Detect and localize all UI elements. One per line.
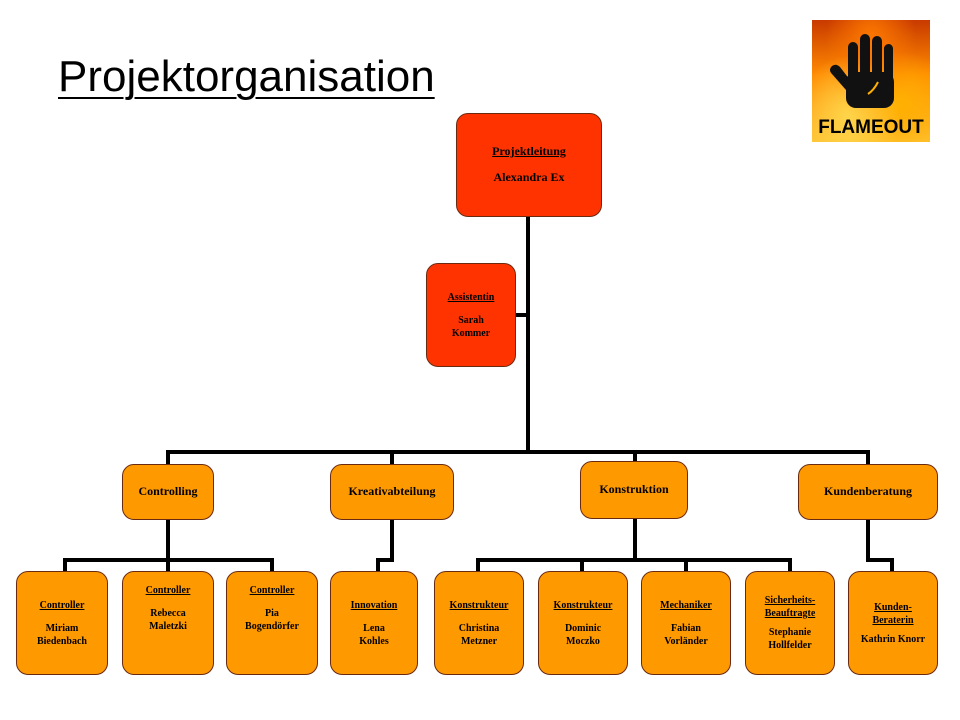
member-role: Mechaniker (660, 599, 712, 611)
dept-label: Kundenberatung (823, 484, 913, 499)
node-assistentin: Assistentin Sarah Kommer (426, 263, 516, 367)
member-name-line1: Kathrin Knorr (860, 633, 926, 645)
node-projektleitung: Projektleitung Alexandra Ex (456, 113, 602, 217)
stop-hand-icon (830, 34, 894, 108)
node-dept-kreativabteilung: Kreativabteilung (330, 464, 454, 520)
node-person-line2: Kommer (451, 327, 491, 339)
member-role: Controller (145, 585, 191, 596)
member-role-line2: Beauftragte (764, 608, 816, 619)
member-name-line2: Maletzki (149, 621, 187, 632)
dept-label: Kreativabteilung (348, 484, 436, 499)
member-role: Controller (39, 599, 85, 611)
member-name-line1: Fabian (670, 622, 701, 634)
member-name-line2: Moczko (566, 635, 600, 647)
node-member-vorlaender: Mechaniker Fabian Vorländer (641, 571, 731, 675)
member-role: Controller (249, 585, 295, 596)
member-name-line2: Metzner (460, 635, 498, 647)
flameout-logo: FLAMEOUT (812, 20, 930, 142)
member-role: Innovation (350, 599, 398, 611)
node-person: Alexandra Ex (493, 170, 565, 184)
node-member-moczko: Konstrukteur Dominic Moczko (538, 571, 628, 675)
member-name-line1: Christina (458, 622, 500, 634)
node-member-hollfelder: Sicherheits- Beauftragte Stephanie Hollf… (745, 571, 835, 675)
dept-label: Konstruktion (599, 482, 669, 497)
node-member-metzner: Konstrukteur Christina Metzner (434, 571, 524, 675)
member-name-line1: Lena (363, 622, 385, 634)
node-role: Assistentin (447, 291, 495, 303)
member-name-line1: Rebecca (150, 608, 186, 619)
member-role-line1: Sicherheits- (764, 595, 816, 606)
logo-text: FLAMEOUT (818, 117, 924, 138)
member-name-line1: Miriam (45, 622, 79, 634)
node-member-biedenbach: Controller Miriam Biedenbach (16, 571, 108, 675)
member-name-line2: Bogendörfer (245, 621, 299, 632)
node-dept-controlling: Controlling (122, 464, 214, 520)
member-name-line2: Vorländer (664, 635, 708, 647)
node-member-maletzki: Controller Rebecca Maletzki (122, 571, 214, 675)
node-dept-konstruktion: Konstruktion (580, 461, 688, 519)
member-role: Konstrukteur (553, 599, 613, 611)
node-member-knorr: Kunden- Beraterin Kathrin Knorr (848, 571, 938, 675)
member-name-line2: Hollfelder (768, 640, 812, 651)
dept-label: Controlling (138, 484, 198, 499)
member-name-line2: Kohles (359, 635, 389, 647)
node-person-line1: Sarah (458, 314, 484, 326)
node-member-bogendoerfer: Controller Pia Bogendörfer (226, 571, 318, 675)
node-dept-kundenberatung: Kundenberatung (798, 464, 938, 520)
member-name-line1: Stephanie (768, 627, 812, 638)
member-name-line1: Pia (265, 608, 279, 619)
member-role-line1: Kunden- (874, 601, 912, 613)
member-name-line1: Dominic (564, 622, 602, 634)
member-name-line2: Biedenbach (36, 635, 87, 647)
page-title: Projektorganisation (58, 52, 435, 101)
node-member-kohles: Innovation Lena Kohles (330, 571, 418, 675)
node-role: Projektleitung (492, 144, 566, 159)
member-role: Konstrukteur (449, 599, 509, 611)
member-role-line2: Beraterin (872, 614, 914, 626)
